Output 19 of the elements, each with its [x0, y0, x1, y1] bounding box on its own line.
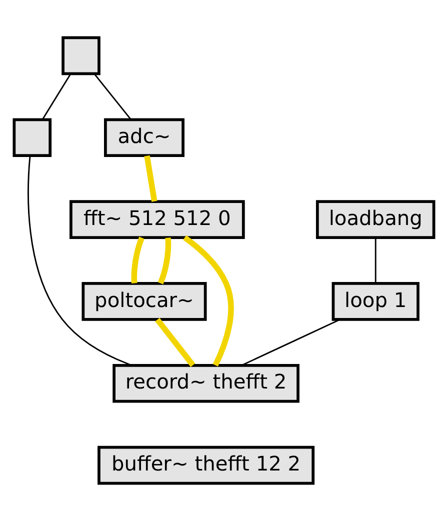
- connector: [28, 156, 132, 366]
- node-box: buffer~ thefft 12 2: [98, 445, 315, 484]
- connector: [182, 234, 234, 366]
- connector: [374, 237, 376, 283]
- connector: [158, 237, 172, 284]
- node-box: record~ thefft 2: [112, 363, 300, 402]
- connector: [131, 236, 145, 283]
- connector: [241, 318, 340, 366]
- connector: [94, 72, 132, 120]
- node-box: fft~ 512 512 0: [70, 200, 245, 238]
- node-box: loop 1: [332, 282, 420, 320]
- node-box: poltocar~: [82, 282, 207, 320]
- node-box: adc~: [104, 118, 184, 157]
- node-box: [12, 118, 52, 157]
- node-box: [62, 36, 100, 75]
- connector: [42, 73, 72, 120]
- connector: [155, 317, 196, 366]
- connector: [144, 154, 158, 202]
- node-box: loadbang: [316, 200, 436, 238]
